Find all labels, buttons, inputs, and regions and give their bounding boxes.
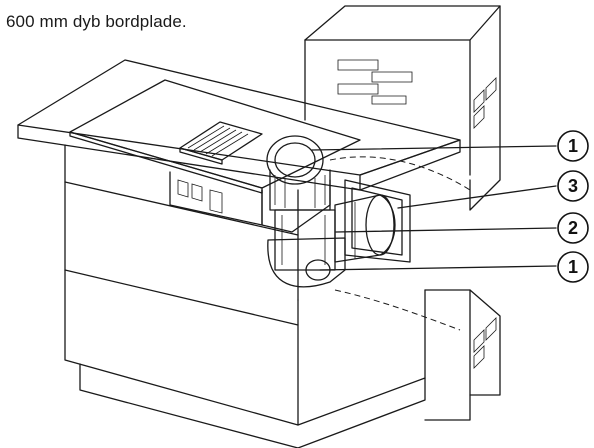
callout-1-bottom: 1 <box>557 251 589 283</box>
caption-text: 600 mm dyb bordplade. <box>6 12 187 31</box>
leader-line-1-bottom <box>319 265 557 271</box>
callout-1-top: 1 <box>557 130 589 162</box>
kitchen-cabinet <box>17 59 461 448</box>
callout-label: 1 <box>568 136 578 156</box>
leader-line-2 <box>335 227 557 233</box>
callout-label: 3 <box>568 176 578 196</box>
callout-2: 2 <box>557 212 589 244</box>
wall-upper <box>304 5 501 211</box>
duct-elbow-lower <box>267 237 346 288</box>
wall-lower <box>424 289 501 421</box>
callout-label: 1 <box>568 257 578 277</box>
vent-grille <box>179 121 263 165</box>
leader-line-1-top <box>311 145 557 151</box>
leader-line-3 <box>397 185 557 209</box>
callout-label: 2 <box>568 218 578 238</box>
wall-sleeve <box>334 179 411 263</box>
fan-unit <box>169 171 331 233</box>
callout-3: 3 <box>557 170 589 202</box>
callouts: 1 3 2 1 <box>311 130 589 283</box>
